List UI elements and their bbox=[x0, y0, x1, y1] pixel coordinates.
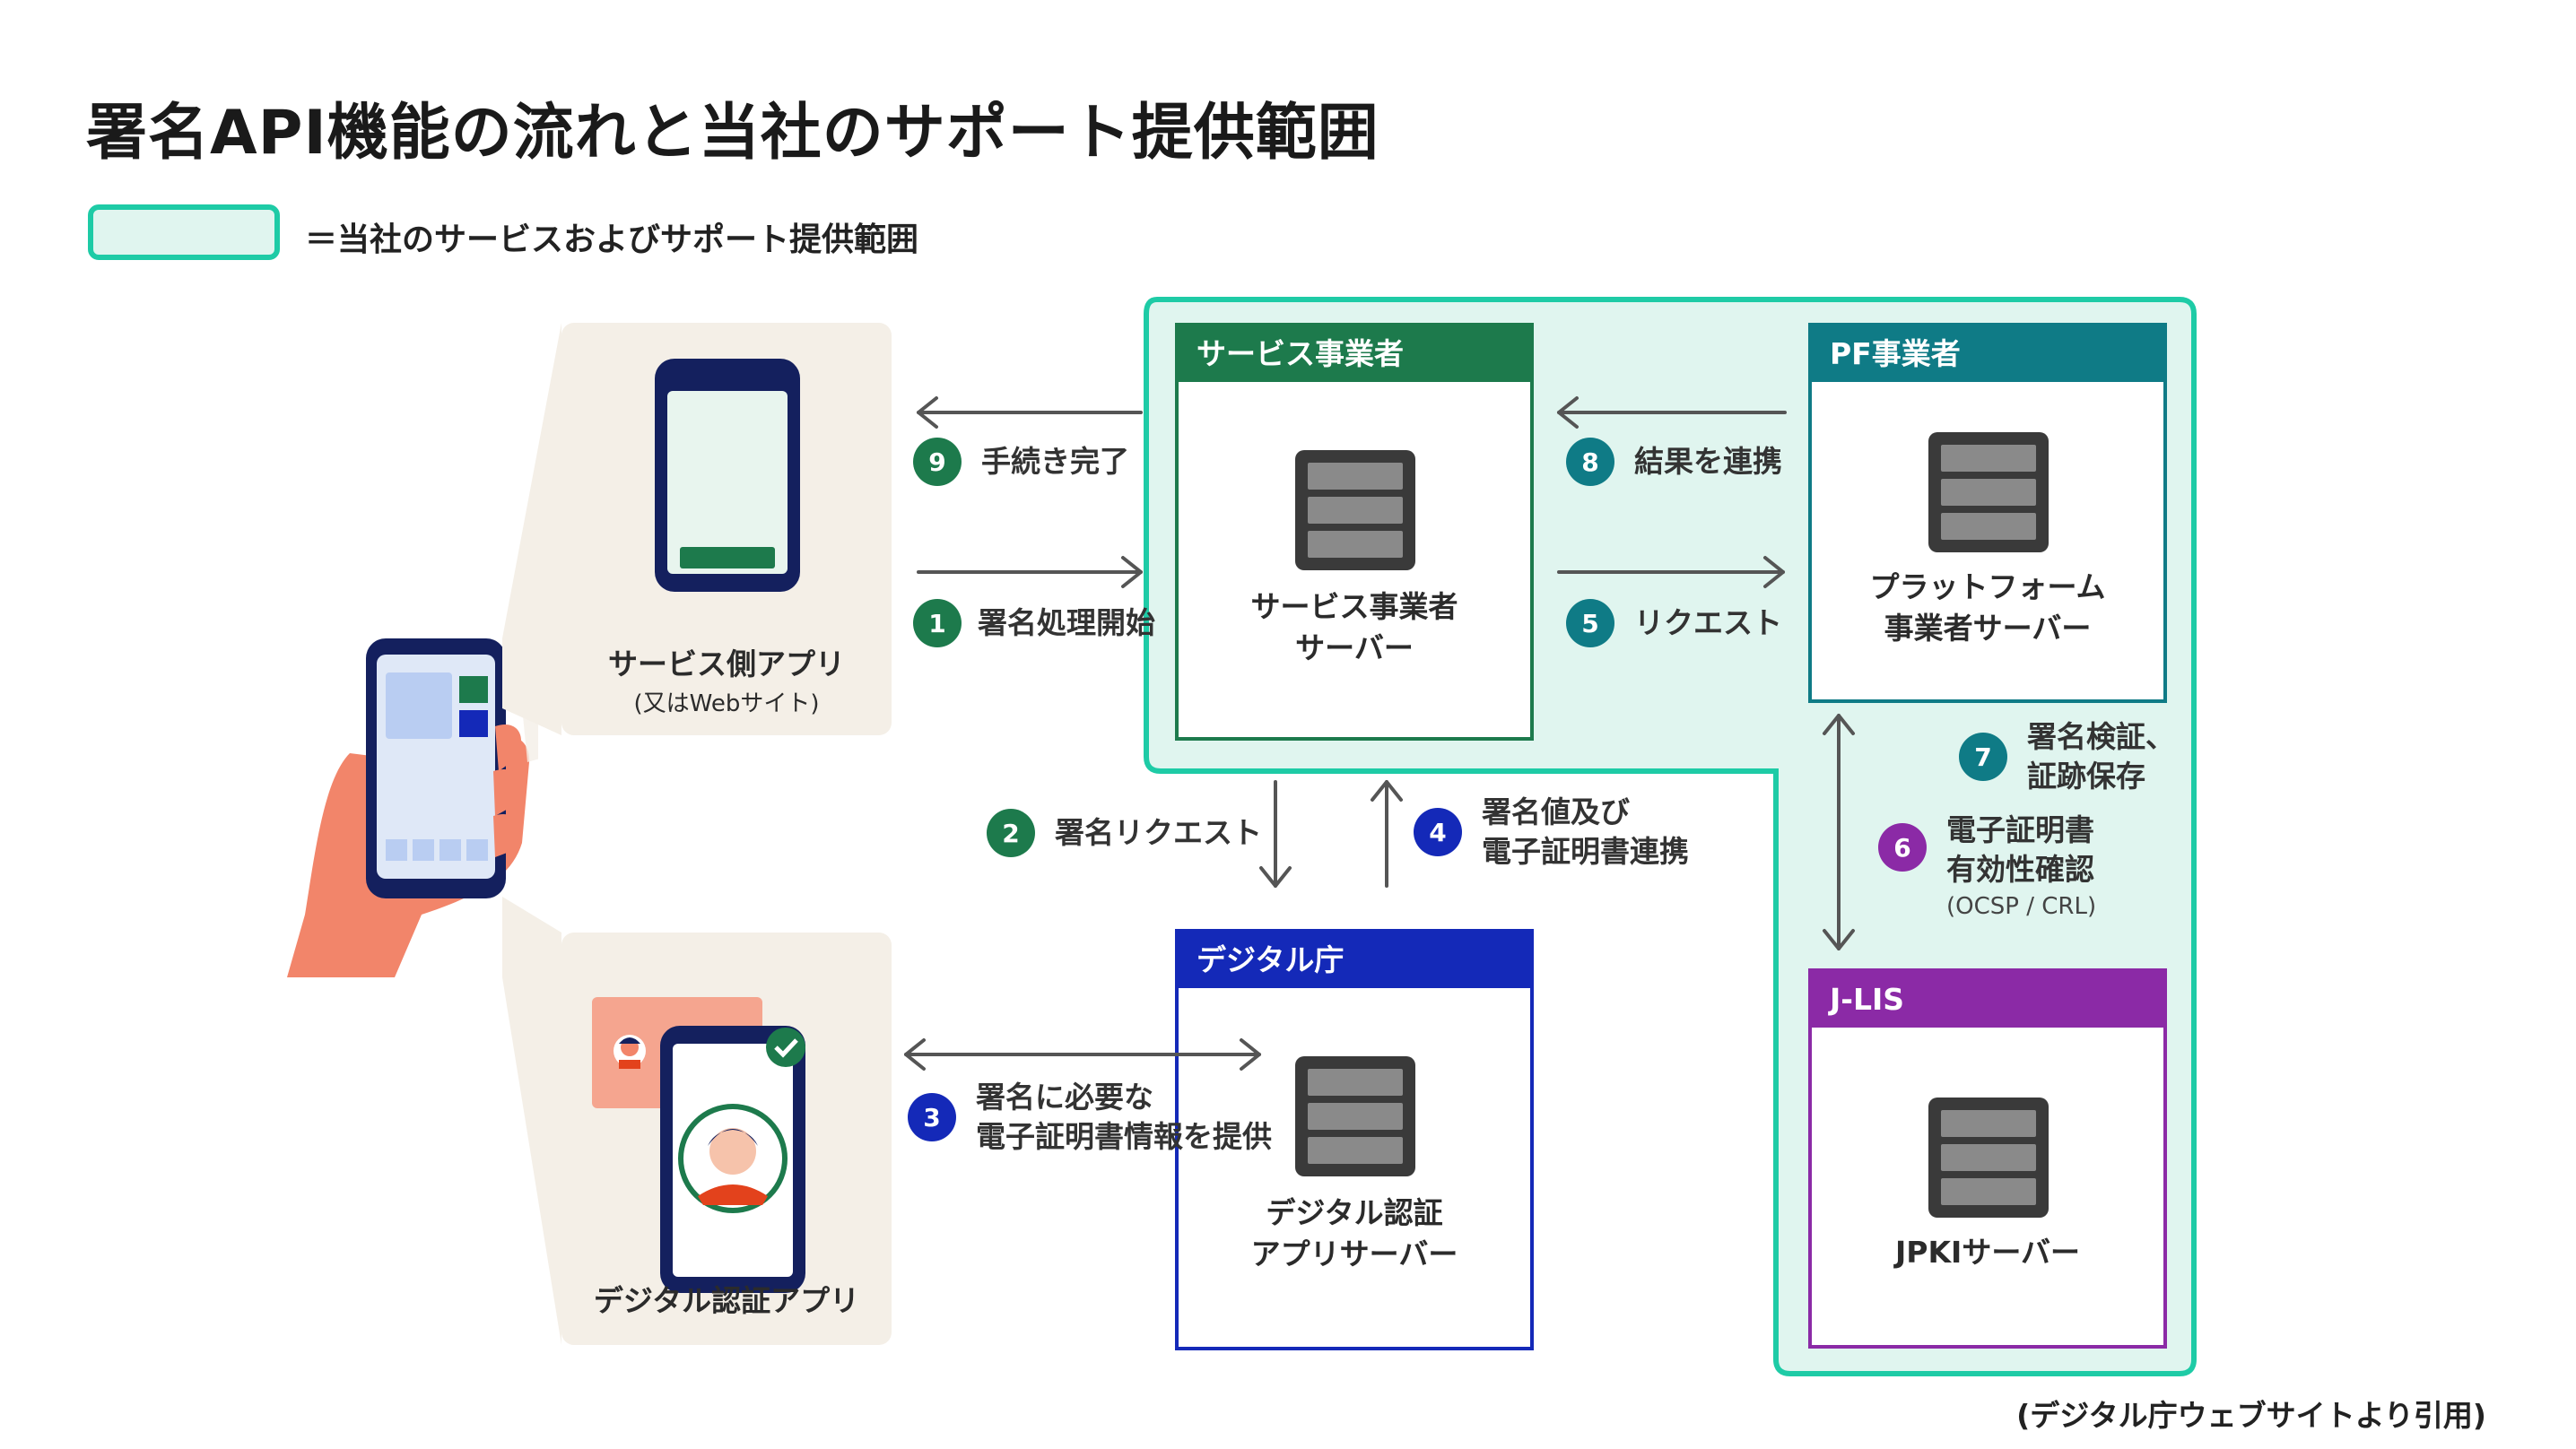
step-text: 署名リクエスト bbox=[1055, 815, 1262, 850]
server-icon bbox=[1295, 1056, 1415, 1176]
step-number: 9 bbox=[913, 438, 962, 486]
digital-agency-header: デジタル庁 bbox=[1179, 933, 1530, 988]
arrow-icon bbox=[1823, 714, 1855, 950]
jlis-box: J-LIS JPKIサーバー bbox=[1808, 968, 2167, 1349]
server-icon bbox=[1928, 1098, 2049, 1218]
jlis-header: J-LIS bbox=[1812, 972, 2163, 1028]
pf-provider-server-label: プラットフォーム 事業者サーバー bbox=[1869, 569, 2106, 646]
digital-auth-app-label: デジタル認証アプリ bbox=[593, 1283, 860, 1318]
service-app-sublabel: (又はWebサイト) bbox=[633, 690, 820, 717]
step-3: 3 署名に必要な 電子証明書情報を提供 bbox=[908, 1078, 1272, 1157]
step-5: 5 リクエスト bbox=[1566, 599, 1782, 647]
pf-provider-header: PF事業者 bbox=[1812, 326, 2163, 382]
smartphone-icon bbox=[655, 359, 800, 592]
step-4: 4 署名値及び 電子証明書連携 bbox=[1414, 793, 1689, 872]
step-6: 6 電子証明書 有効性確認 (OCSP / CRL) bbox=[1878, 811, 2096, 920]
step-text: 署名値及び 電子証明書連携 bbox=[1482, 794, 1689, 869]
step-text: リクエスト bbox=[1634, 605, 1782, 640]
step-number: 3 bbox=[908, 1093, 956, 1141]
step-number: 7 bbox=[1959, 733, 2007, 781]
hand-holding-phone-icon bbox=[287, 638, 538, 977]
arrow-icon bbox=[917, 396, 1143, 429]
step-7: 7 署名検証、 証跡保存 bbox=[1959, 717, 2175, 796]
service-provider-box: サービス事業者 サービス事業者 サーバー bbox=[1175, 323, 1534, 741]
service-provider-server-label: サービス事業者 サーバー bbox=[1250, 589, 1458, 665]
arrow-icon bbox=[904, 1038, 1261, 1071]
step-number: 1 bbox=[913, 599, 962, 647]
arrow-icon bbox=[1557, 556, 1785, 588]
server-icon bbox=[1928, 432, 2049, 552]
digital-auth-app-card: デジタル認証アプリ bbox=[561, 933, 892, 1345]
service-app-card: サービス側アプリ (又はWebサイト) bbox=[561, 323, 892, 735]
step-text: 電子証明書 有効性確認 bbox=[1946, 812, 2094, 887]
step-1: 1 署名処理開始 bbox=[913, 599, 1155, 647]
digital-agency-server-label: デジタル認証 アプリサーバー bbox=[1250, 1195, 1458, 1271]
page-title: 署名API機能の流れと当社のサポート提供範囲 bbox=[86, 98, 1379, 169]
step-subtext: (OCSP / CRL) bbox=[1946, 893, 2097, 920]
step-9: 9 手続き完了 bbox=[913, 438, 1129, 486]
legend-text: ＝当社のサービスおよびサポート提供範囲 bbox=[305, 221, 919, 258]
step-2: 2 署名リクエスト bbox=[987, 809, 1262, 857]
digital-agency-box: デジタル庁 デジタル認証 アプリサーバー bbox=[1175, 929, 1534, 1350]
service-provider-header: サービス事業者 bbox=[1179, 326, 1530, 382]
step-number: 6 bbox=[1878, 823, 1927, 872]
arrow-icon bbox=[1259, 780, 1292, 888]
citation: (デジタル庁ウェブサイトより引用) bbox=[2016, 1398, 2486, 1433]
arrow-icon bbox=[1557, 396, 1787, 429]
step-number: 2 bbox=[987, 809, 1035, 857]
step-number: 4 bbox=[1414, 808, 1462, 856]
check-badge-icon bbox=[766, 1028, 805, 1067]
arrow-icon bbox=[917, 556, 1143, 588]
step-text: 署名検証、 証跡保存 bbox=[2027, 719, 2175, 794]
step-8: 8 結果を連携 bbox=[1566, 438, 1782, 486]
legend-swatch bbox=[88, 204, 280, 260]
server-icon bbox=[1295, 450, 1415, 570]
step-text: 手続き完了 bbox=[981, 444, 1129, 479]
step-text: 署名に必要な 電子証明書情報を提供 bbox=[976, 1080, 1272, 1154]
step-number: 8 bbox=[1566, 438, 1614, 486]
step-text: 結果を連携 bbox=[1634, 444, 1782, 479]
arrow-icon bbox=[1371, 780, 1403, 888]
service-app-label: サービス側アプリ bbox=[608, 646, 845, 681]
step-text: 署名処理開始 bbox=[978, 605, 1155, 640]
step-number: 5 bbox=[1566, 599, 1614, 647]
auth-app-phone-illustration bbox=[592, 997, 805, 1293]
pf-provider-box: PF事業者 プラットフォーム 事業者サーバー bbox=[1808, 323, 2167, 703]
person-avatar-icon bbox=[614, 1035, 646, 1069]
jlis-server-label: JPKIサーバー bbox=[1895, 1235, 2080, 1270]
